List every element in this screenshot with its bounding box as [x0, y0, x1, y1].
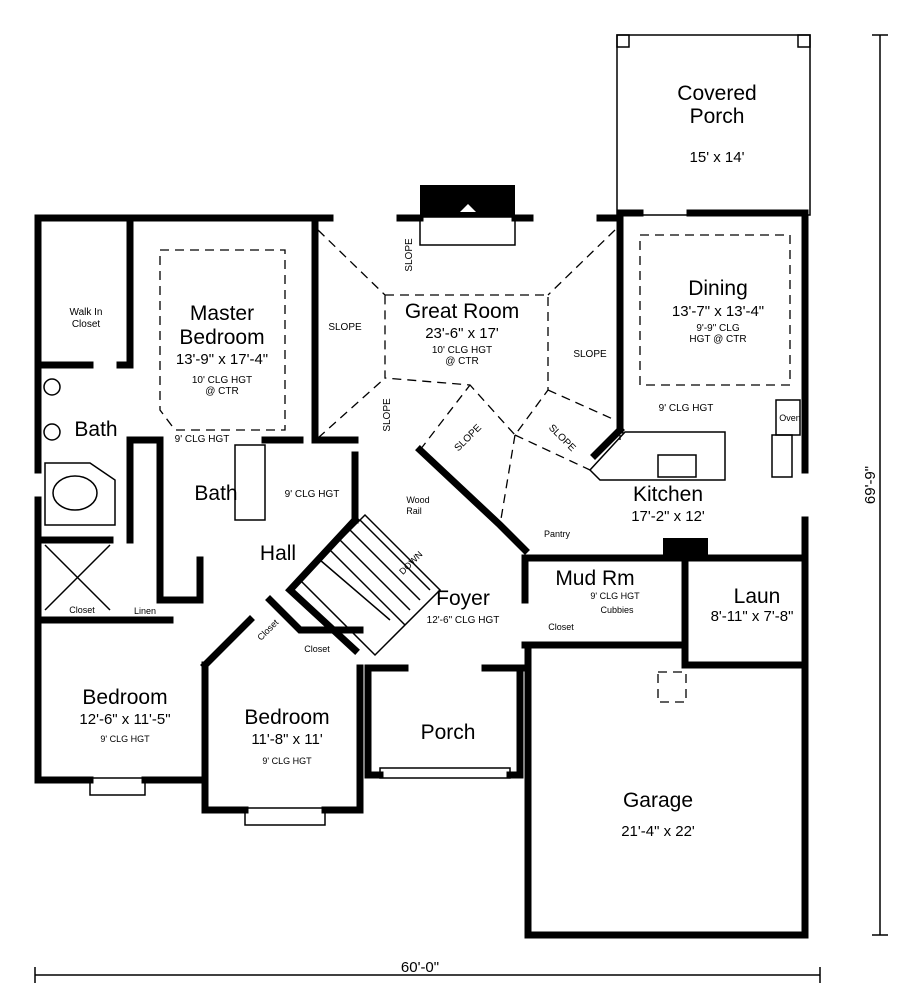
bedroom-center-ceiling: 9' CLG HGT	[262, 756, 312, 766]
foyer-label: Foyer	[436, 587, 490, 610]
slope-label: SLOPE	[328, 322, 362, 333]
hall-closet-label: Closet	[255, 617, 280, 642]
bedroom-left-ceiling: 9' CLG HGT	[100, 734, 150, 744]
corner-tub	[43, 378, 266, 611]
slope-label: SLOPE	[382, 398, 393, 432]
walk-in-closet-label-2: Closet	[72, 319, 101, 330]
master-bedroom-ceiling-2: @ CTR	[205, 386, 238, 397]
great-room-label: Great Room	[405, 300, 519, 323]
laundry-label: Laun	[734, 585, 781, 608]
foyer-ceiling: 12'-6" CLG HGT	[427, 615, 500, 626]
oven-label: Oven	[779, 413, 801, 423]
bedroom-center-closet-label: Closet	[304, 644, 330, 654]
great-room-ceiling-2: @ CTR	[445, 356, 478, 367]
master-bedroom-label: Master	[190, 302, 254, 325]
slope-label: SLOPE	[573, 349, 607, 360]
mud-room-ceiling: 9' CLG HGT	[590, 591, 640, 601]
bedroom-center-size: 11'-8" x 11'	[251, 731, 323, 748]
mud-room-closet-label: Closet	[548, 622, 574, 632]
bedroom-center-label: Bedroom	[244, 706, 329, 729]
kitchen-label: Kitchen	[633, 483, 703, 506]
covered-porch-label: Covered	[677, 82, 756, 105]
great-room-size: 23'-6" x 17'	[425, 325, 499, 342]
mud-room-label: Mud Rm	[555, 567, 634, 590]
kitchen-size: 17'-2" x 12'	[631, 508, 705, 525]
stair-down-label: DOWN	[397, 549, 424, 576]
hall-bath-label: Bath	[194, 482, 237, 505]
kitchen-counter	[588, 399, 801, 560]
bedroom-left-size: 12'-6" x 11'-5"	[79, 711, 170, 728]
kitchen-ceiling: 9' CLG HGT	[659, 403, 714, 414]
hall-label: Hall	[260, 542, 296, 565]
depth-dimension: 69'-9"	[862, 466, 879, 504]
porch-label: Porch	[421, 721, 476, 744]
master-bedroom-size: 13'-9" x 17'-4"	[176, 351, 268, 368]
wood-rail-label: Wood	[406, 495, 429, 505]
garage-hatch	[657, 671, 687, 703]
hall-ceiling: 9' CLG HGT	[285, 489, 340, 500]
covered-porch-size: 15' x 14'	[690, 149, 745, 166]
dining-label: Dining	[688, 277, 748, 300]
slope-label: SLOPE	[453, 422, 485, 454]
covered-porch-label-2: Porch	[690, 105, 745, 128]
dining-ceiling-2: HGT @ CTR	[689, 334, 746, 345]
slope-label: SLOPE	[404, 238, 415, 272]
laundry-size: 8'-11" x 7'-8"	[711, 608, 794, 625]
garage-label: Garage	[623, 789, 693, 812]
master-bath-label: Bath	[74, 418, 117, 441]
bedroom-left-label: Bedroom	[82, 686, 167, 709]
wood-rail-label-2: Rail	[406, 506, 422, 516]
great-room-ceiling: 10' CLG HGT	[432, 345, 492, 356]
staircase	[298, 513, 442, 657]
dimension-lines	[34, 34, 888, 983]
ceiling-lines	[159, 225, 791, 526]
master-bedroom-ceiling-outer: 9' CLG HGT	[175, 434, 230, 445]
dining-size: 13'-7" x 13'-4"	[672, 303, 764, 320]
cubbies-label: Cubbies	[600, 605, 634, 615]
dining-ceiling: 9'-9" CLG	[696, 323, 739, 334]
pantry-label: Pantry	[544, 529, 571, 539]
walk-in-closet-label: Walk In	[70, 307, 103, 318]
master-bedroom-label-2: Bedroom	[179, 326, 264, 349]
slope-label: SLOPE	[546, 423, 578, 455]
garage-size: 21'-4" x 22'	[621, 823, 695, 840]
width-dimension: 60'-0"	[401, 959, 439, 976]
linen-closet-label: Linen	[134, 606, 156, 616]
master-bedroom-ceiling: 10' CLG HGT	[192, 375, 252, 386]
bedroom-left-closet-label: Closet	[69, 605, 95, 615]
